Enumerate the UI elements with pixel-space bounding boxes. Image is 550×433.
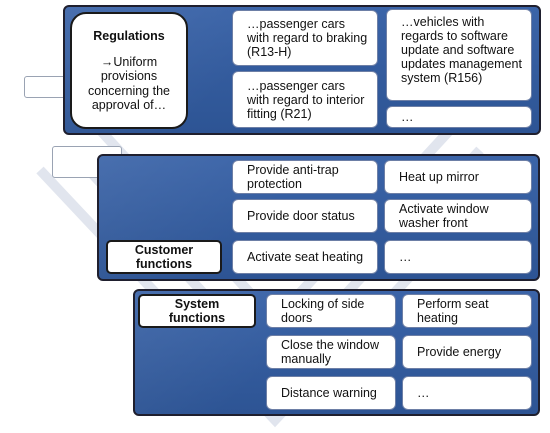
regulations-subtitle: →Uniform provisions concerning the appro… [87, 54, 170, 113]
system-function-locking-card: Locking of side doors [266, 294, 396, 328]
customer-functions-header-card: Customer functions [106, 240, 222, 274]
regulation-r156-text: …vehicles with regards to software updat… [401, 15, 522, 85]
system-function-distance-warning-text: Distance warning [281, 386, 377, 400]
customer-function-window-washer-card: Activate window washer front [384, 199, 532, 233]
system-function-energy-text: Provide energy [417, 345, 502, 359]
system-function-more-text: … [417, 386, 430, 400]
customer-function-more-text: … [399, 250, 412, 264]
customer-functions-title: Customer functions [134, 243, 194, 271]
regulation-r13h-card: …passenger cars with regard to braking (… [232, 10, 378, 66]
system-function-more-card: … [402, 376, 532, 410]
system-function-locking-text: Locking of side doors [281, 297, 365, 325]
system-functions-title: System functions [168, 297, 226, 325]
regulation-r156-card: …vehicles with regards to software updat… [386, 9, 532, 101]
system-functions-header-card: System functions [138, 294, 256, 328]
customer-function-seat-heating-text: Activate seat heating [247, 250, 364, 264]
customer-function-window-washer-text: Activate window washer front [399, 202, 489, 230]
customer-function-heat-mirror-text: Heat up mirror [399, 170, 479, 184]
regulation-more-text: … [401, 110, 414, 124]
customer-function-anti-trap-text: Provide anti-trap protection [247, 163, 339, 191]
system-function-distance-warning-card: Distance warning [266, 376, 396, 410]
customer-function-door-status-text: Provide door status [247, 209, 355, 223]
regulation-more-card: … [386, 106, 532, 128]
system-function-close-window-card: Close the window manually [266, 335, 396, 369]
regulations-title: Regulations [93, 28, 165, 43]
regulation-r13h-text: …passenger cars with regard to braking (… [247, 17, 368, 59]
customer-function-heat-mirror-card: Heat up mirror [384, 160, 532, 194]
regulation-r21-card: …passenger cars with regard to interior … [232, 71, 378, 128]
regulation-r21-text: …passenger cars with regard to interior … [247, 78, 365, 121]
customer-function-seat-heating-card: Activate seat heating [232, 240, 378, 274]
customer-function-anti-trap-card: Provide anti-trap protection [232, 160, 378, 194]
system-function-energy-card: Provide energy [402, 335, 532, 369]
system-function-seat-heating-card: Perform seat heating [402, 294, 532, 328]
customer-function-door-status-card: Provide door status [232, 199, 378, 233]
customer-function-more-card: … [384, 240, 532, 274]
regulations-header-card: Regulations →Uniform provisions concerni… [70, 12, 188, 129]
system-function-seat-heating-text: Perform seat heating [417, 297, 489, 325]
system-function-close-window-text: Close the window manually [281, 338, 379, 366]
